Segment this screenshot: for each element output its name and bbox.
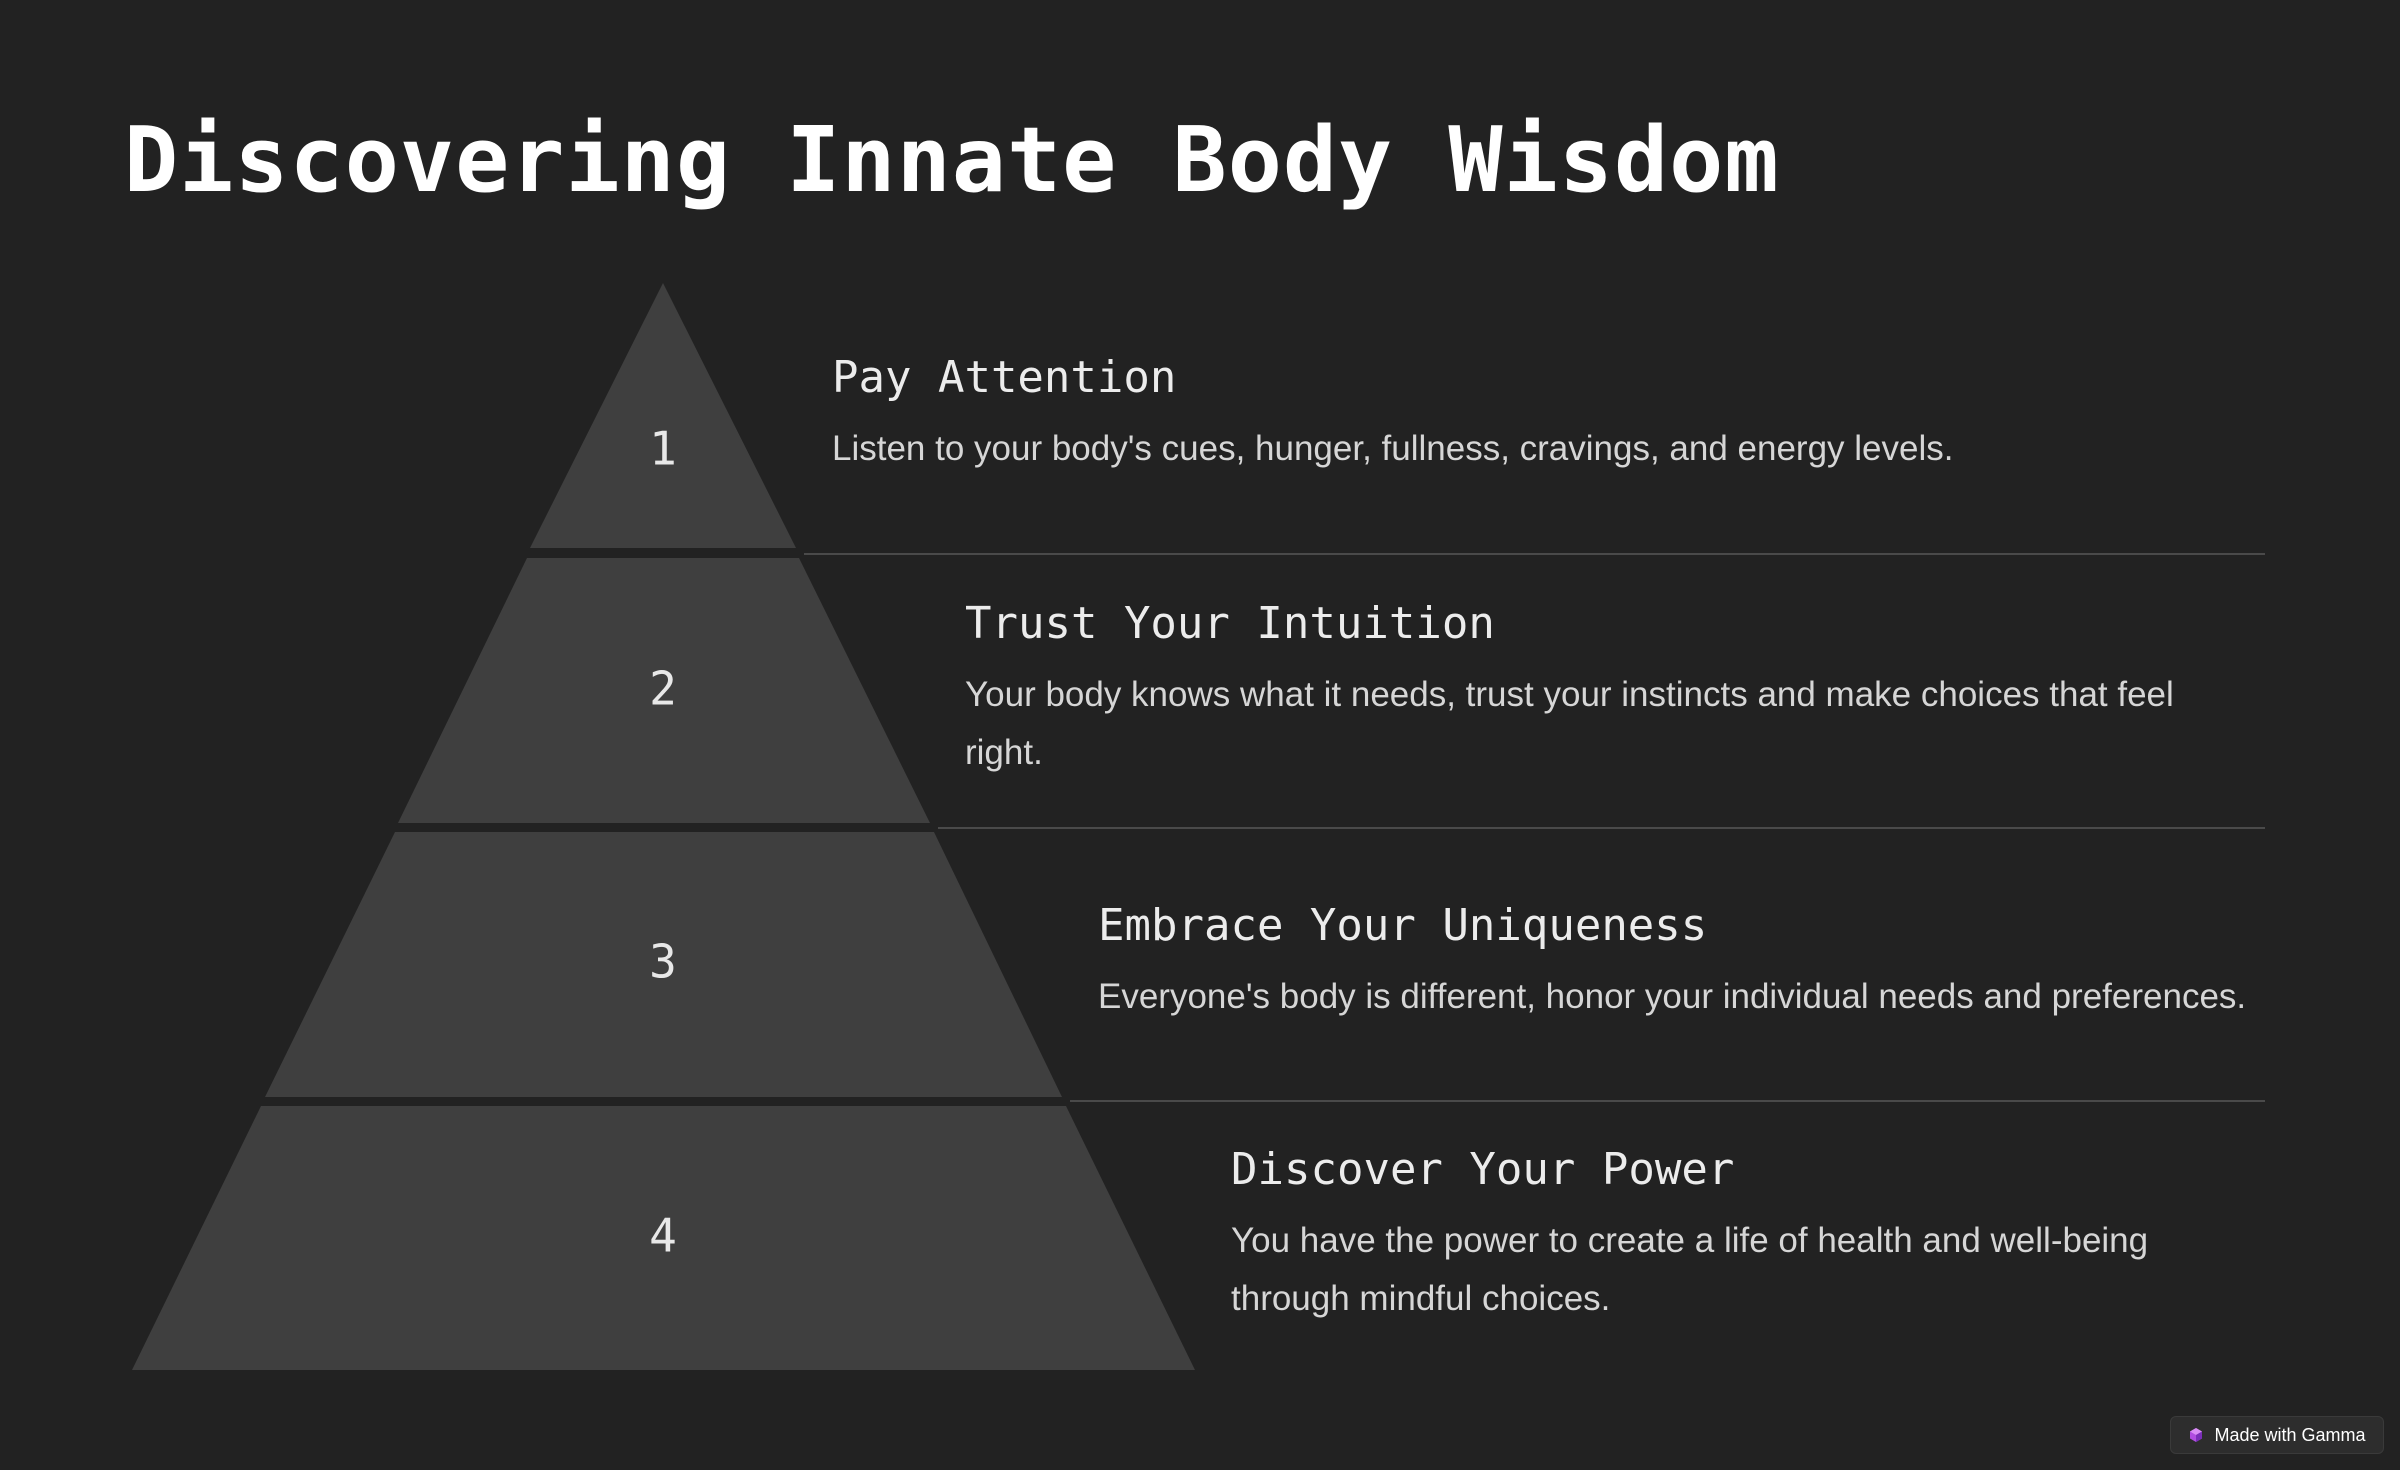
- pyramid-level-1: [530, 283, 796, 548]
- gamma-logo-icon: [2190, 1428, 2203, 1442]
- pyramid-level-4: [132, 1106, 1195, 1370]
- step-heading: Embrace Your Uniqueness: [1098, 900, 1708, 951]
- divider-3: [1070, 1100, 2265, 1102]
- step-description: You have the power to create a life of h…: [1231, 1221, 2149, 1318]
- made-with-gamma-badge[interactable]: Made with Gamma: [2170, 1416, 2384, 1454]
- step-description: Your body knows what it needs, trust you…: [965, 675, 2174, 772]
- pyramid-level-3: [265, 832, 1062, 1097]
- pyramid-level-2: [398, 558, 930, 823]
- step-heading: Pay Attention: [832, 352, 1177, 403]
- step-description: Listen to your body's cues, hunger, full…: [832, 429, 1954, 468]
- divider-1: [804, 553, 2265, 555]
- step-3: Embrace Your Uniqueness Everyone's body …: [1098, 896, 2268, 1026]
- pyramid-diagram: 1 2 3 4: [132, 283, 1195, 1370]
- step-1: Pay Attention Listen to your body's cues…: [832, 348, 2252, 478]
- level-number-4: 4: [649, 1209, 677, 1263]
- badge-label: Made with Gamma: [2214, 1424, 2366, 1445]
- level-number-3: 3: [649, 935, 677, 989]
- step-heading: Discover Your Power: [1231, 1144, 1735, 1195]
- level-number-1: 1: [649, 422, 677, 476]
- step-heading: Trust Your Intuition: [965, 598, 1495, 649]
- page-title: Discovering Innate Body Wisdom: [124, 108, 1780, 213]
- level-number-2: 2: [649, 662, 677, 716]
- divider-2: [938, 827, 2265, 829]
- step-2: Trust Your Intuition Your body knows wha…: [965, 594, 2225, 782]
- step-description: Everyone's body is different, honor your…: [1098, 977, 2247, 1016]
- step-4: Discover Your Power You have the power t…: [1231, 1140, 2211, 1328]
